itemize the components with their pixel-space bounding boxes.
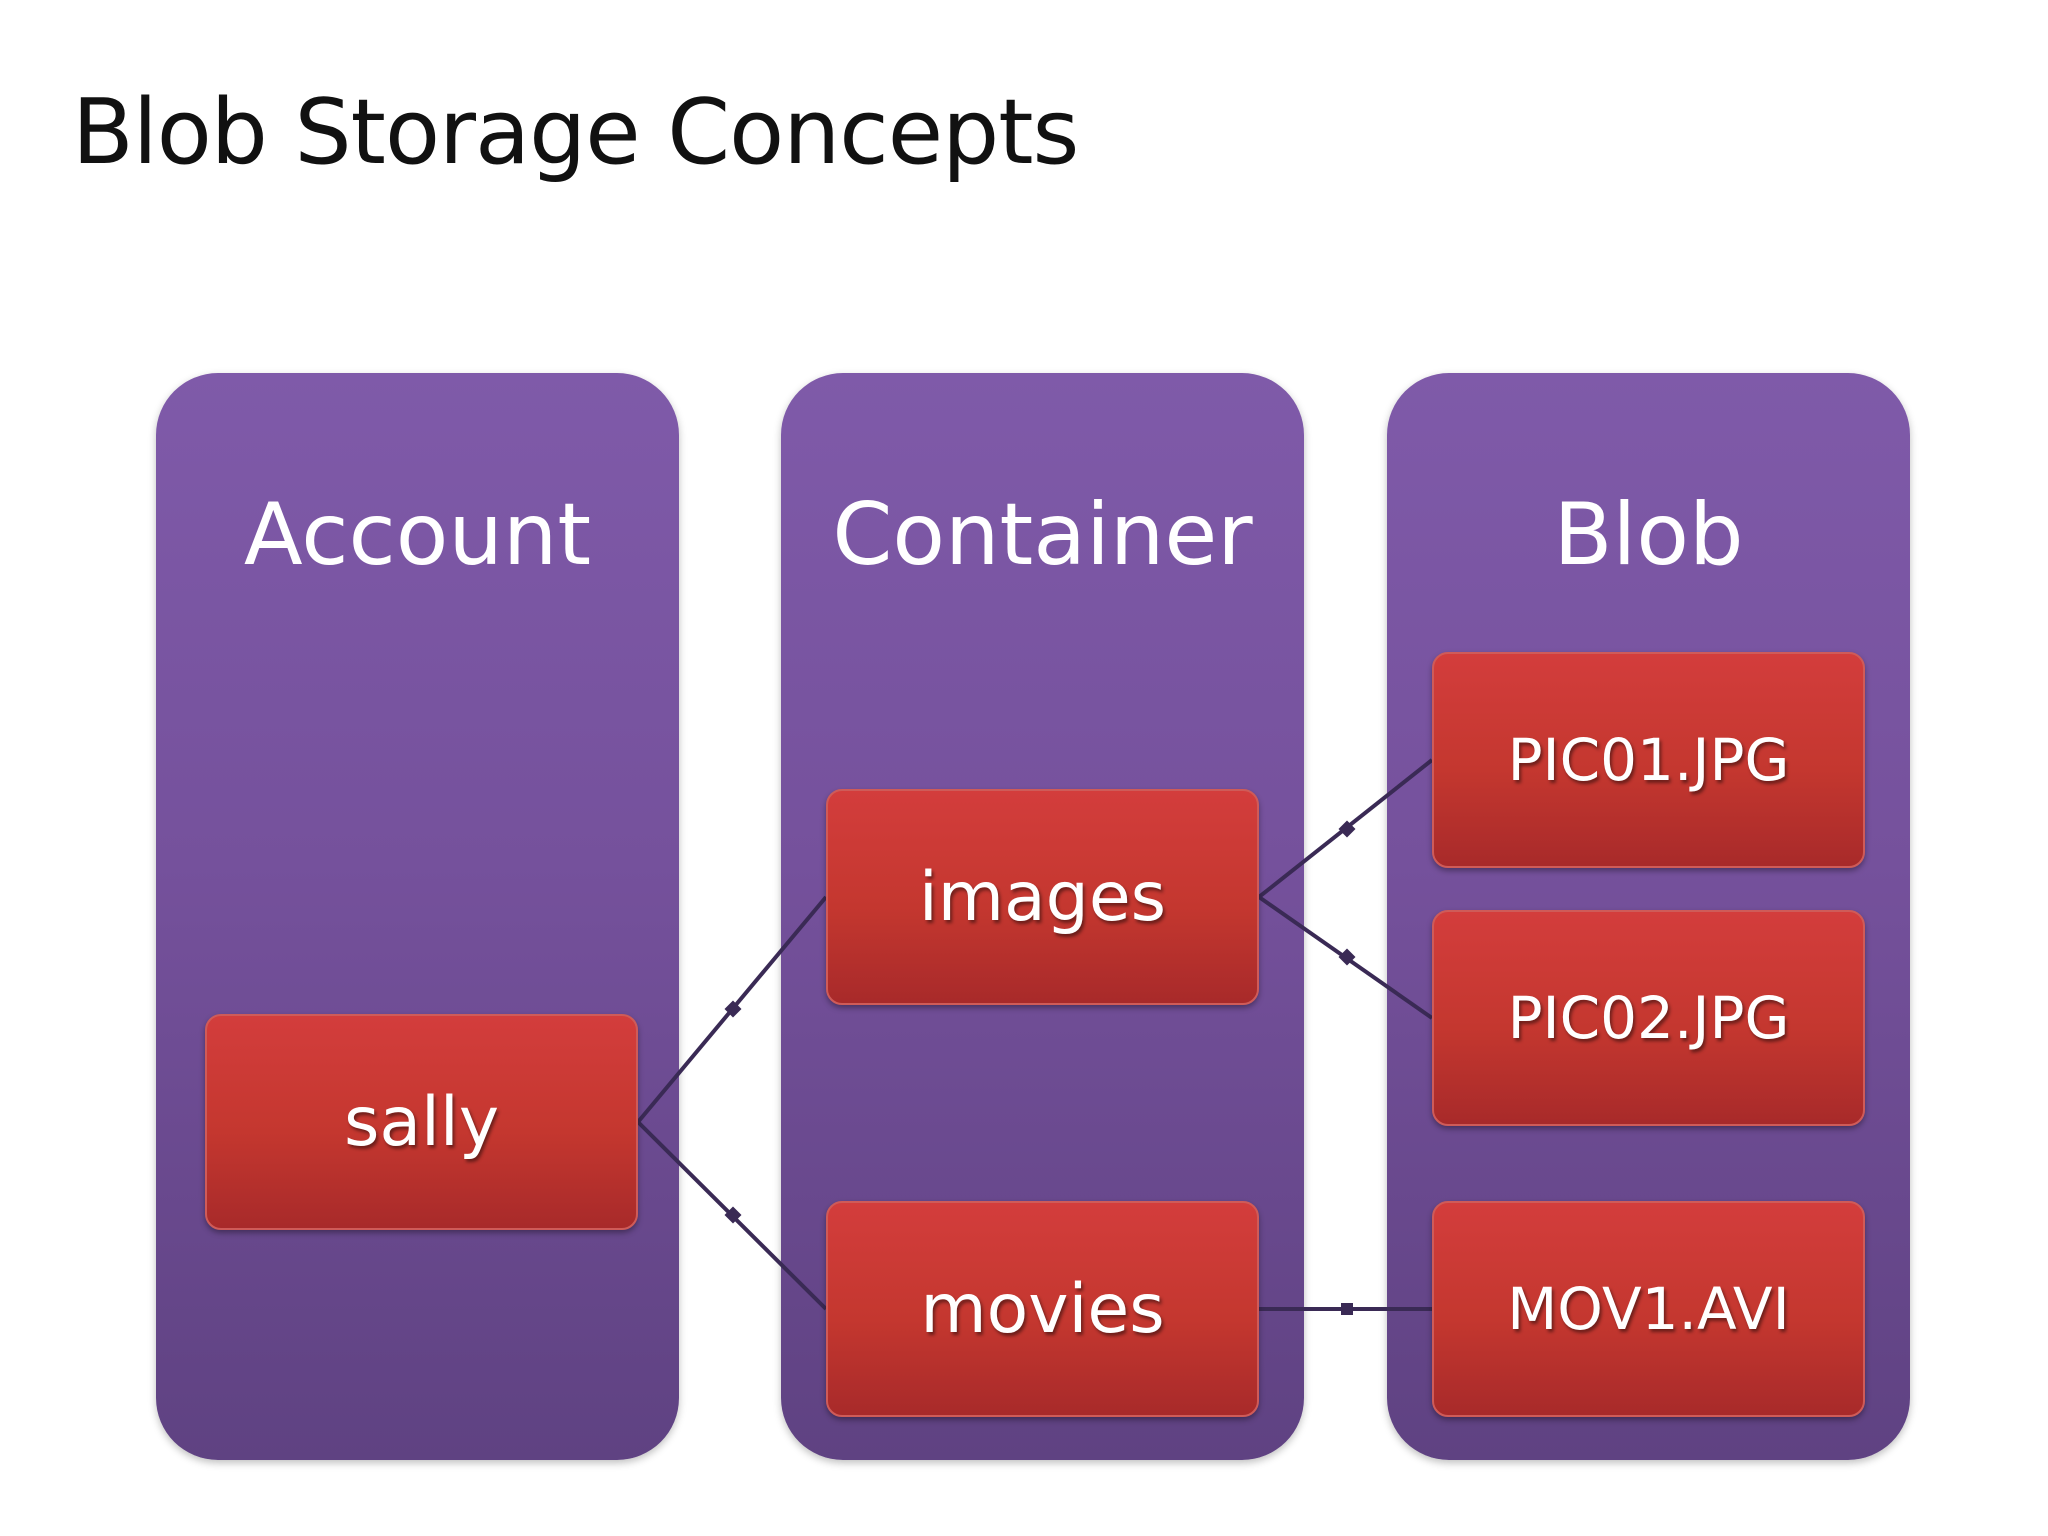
connector-images-pic01-marker <box>1338 820 1356 838</box>
blob-node-pic02: PIC02.JPG <box>1432 910 1865 1126</box>
blob-node-pic01: PIC01.JPG <box>1432 652 1865 868</box>
account-node-sally: sally <box>205 1014 638 1230</box>
blob-heading: Blob <box>1553 485 1744 585</box>
connector-sally-movies-marker <box>724 1206 742 1224</box>
connector-images-pic02-marker <box>1338 948 1356 966</box>
account-column: Account <box>156 373 679 1460</box>
blob-node-mov1: MOV1.AVI <box>1432 1201 1865 1417</box>
container-node-images: images <box>826 789 1259 1005</box>
container-heading: Container <box>832 485 1253 585</box>
connector-movies-mov1-marker <box>1341 1303 1353 1315</box>
container-node-movies: movies <box>826 1201 1259 1417</box>
slide-title: Blob Storage Concepts <box>72 80 1079 185</box>
account-heading: Account <box>243 485 592 585</box>
connector-sally-images-marker <box>724 1000 742 1018</box>
